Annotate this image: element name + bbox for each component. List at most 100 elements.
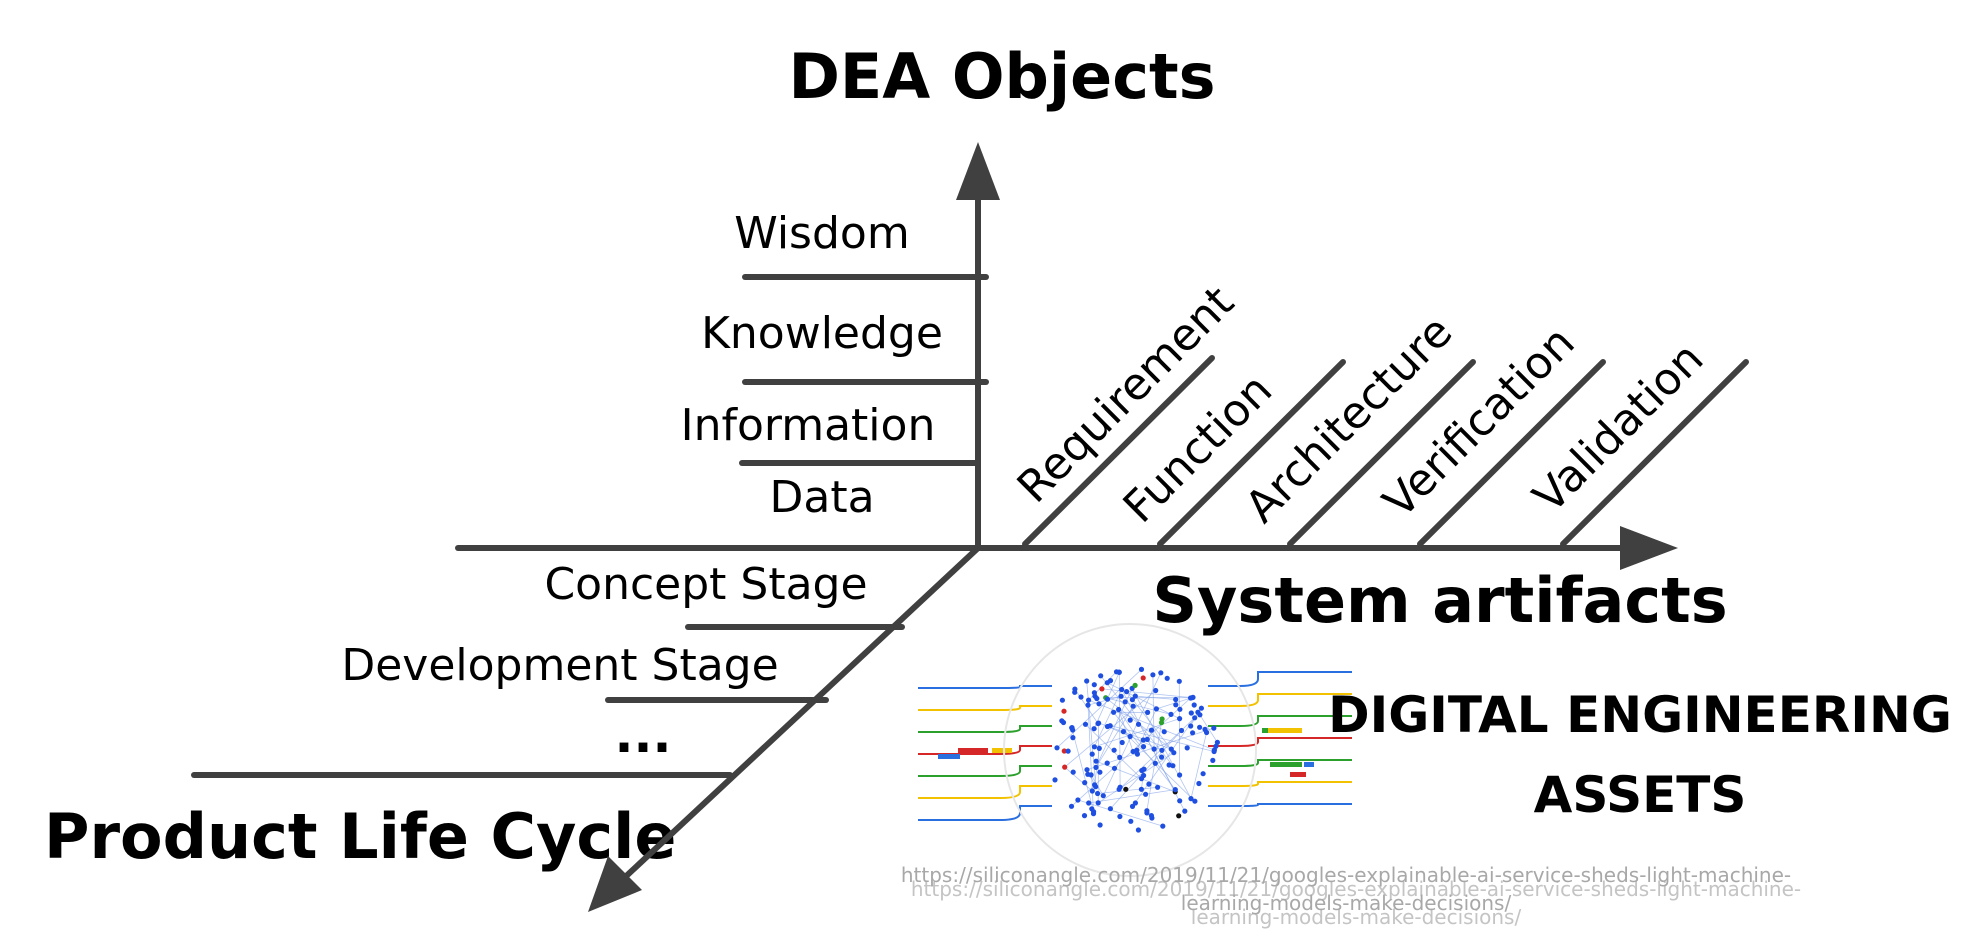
circuit-node <box>1148 813 1154 819</box>
circuit-dash <box>1268 728 1302 733</box>
circuit-node <box>1127 717 1133 723</box>
circuit-node <box>1117 813 1123 820</box>
circuit-link <box>1110 725 1215 752</box>
circuit-node <box>1188 796 1194 802</box>
circuit-link <box>1102 672 1162 796</box>
circuit-link <box>1105 697 1172 715</box>
circuit-node <box>1164 675 1170 681</box>
circuit-node <box>1120 729 1126 735</box>
circuit-node <box>1061 748 1067 754</box>
circuit-node <box>1177 706 1183 712</box>
circuit-node <box>1104 760 1110 766</box>
circuit-node <box>1132 693 1138 699</box>
circuit-node <box>1062 764 1068 770</box>
circuit-node <box>1122 699 1128 705</box>
circuit-node <box>1166 762 1172 768</box>
image-source-shadow-line1: https://siliconangle.com/2019/11/21/goog… <box>911 877 1801 901</box>
circuit-node <box>1100 793 1106 799</box>
circuit-node <box>1052 777 1058 783</box>
circuit-node <box>1116 786 1122 792</box>
circuit-link <box>1126 691 1175 753</box>
digital-engineering-assets-line2: ASSETS <box>1534 766 1747 824</box>
circuit-node <box>1097 769 1103 775</box>
circuit-node <box>1091 744 1097 750</box>
circuit-node <box>1111 709 1117 715</box>
stage-development: Development Stage <box>341 640 778 691</box>
circuit-node <box>1214 739 1220 746</box>
vertical-axis-title: DEA Objects <box>788 40 1215 113</box>
horizontal-axis-title: System artifacts <box>1152 564 1727 637</box>
circuit-link <box>1095 760 1176 793</box>
circuit-node <box>1091 726 1097 732</box>
ai-circuit-illustration <box>918 623 1352 877</box>
circuit-node <box>1173 696 1179 703</box>
circuit-node <box>1146 781 1152 787</box>
circuit-node <box>1177 772 1183 778</box>
circuit-node <box>1177 798 1183 804</box>
circuit-node <box>1096 745 1102 752</box>
circuit-dash <box>1304 762 1314 767</box>
circuit-trace <box>918 765 1052 777</box>
circuit-trace <box>918 705 1052 711</box>
circuit-node <box>1129 697 1135 703</box>
stage-ellipsis: ... <box>615 706 672 764</box>
circuit-node <box>1123 786 1129 792</box>
circuit-node <box>1190 730 1196 736</box>
circuit-node <box>1200 771 1206 777</box>
circuit-node <box>1116 669 1122 675</box>
circuit-node <box>1118 693 1124 699</box>
circuit-node <box>1085 702 1091 708</box>
circuit-node <box>1135 827 1141 833</box>
circuit-node <box>1188 723 1194 729</box>
stage-concept: Concept Stage <box>544 559 867 610</box>
circuit-node <box>1098 673 1104 679</box>
circuit-node <box>1085 771 1091 777</box>
circuit-node <box>1111 765 1118 771</box>
horizontal-axis-arrowhead <box>1620 526 1678 570</box>
image-source-shadow-line2: learning-models-make-decisions/ <box>1191 905 1522 929</box>
circuit-trace <box>918 725 1052 733</box>
circuit-node <box>1213 743 1219 749</box>
circuit-link <box>1118 672 1121 788</box>
circuit-node <box>1184 745 1190 751</box>
circuit-node <box>1211 725 1217 731</box>
tick-verification <box>1417 359 1606 547</box>
circuit-node <box>1104 696 1111 702</box>
tick-validation <box>1560 359 1749 547</box>
tick-architecture <box>1287 359 1476 547</box>
circuit-trace <box>1208 693 1352 707</box>
circuit-node <box>1070 727 1076 733</box>
diagonal-axis-arrowhead <box>588 856 642 912</box>
circuit-node <box>1196 780 1202 787</box>
circuit-node <box>1116 706 1122 713</box>
circuit-node <box>1086 697 1092 703</box>
circuit-node <box>1176 813 1182 819</box>
tick-requirement <box>1022 355 1215 547</box>
circuit-node <box>1159 747 1165 753</box>
circuit-link <box>1152 674 1155 750</box>
circuit-node <box>1086 800 1092 806</box>
circuit-node <box>1132 800 1138 806</box>
circuit-node <box>1145 709 1151 716</box>
circuit-node <box>1139 767 1145 774</box>
circuit-link <box>1190 732 1207 799</box>
circuit-node <box>1059 697 1065 703</box>
tick-function <box>1157 359 1346 547</box>
image-source-line1: https://siliconangle.com/2019/11/21/goog… <box>901 863 1791 887</box>
circuit-node <box>1070 735 1076 741</box>
circuit-node <box>1153 687 1159 694</box>
circuit-link <box>1064 690 1156 768</box>
circuit-dash <box>958 748 988 753</box>
circuit-node <box>1191 702 1197 708</box>
circuit-node <box>1140 675 1146 681</box>
circuit-node <box>1188 695 1194 701</box>
artifact-requirement: Requirement <box>1008 277 1244 513</box>
circuit-node <box>1144 736 1150 743</box>
circuit-node <box>1211 748 1217 755</box>
circuit-node <box>1061 708 1067 714</box>
circuit-node <box>1132 682 1138 689</box>
circuit-node <box>1093 758 1099 764</box>
circuit-node <box>1127 733 1133 740</box>
circuit-node <box>1129 803 1136 810</box>
circuit-node <box>1134 751 1140 757</box>
